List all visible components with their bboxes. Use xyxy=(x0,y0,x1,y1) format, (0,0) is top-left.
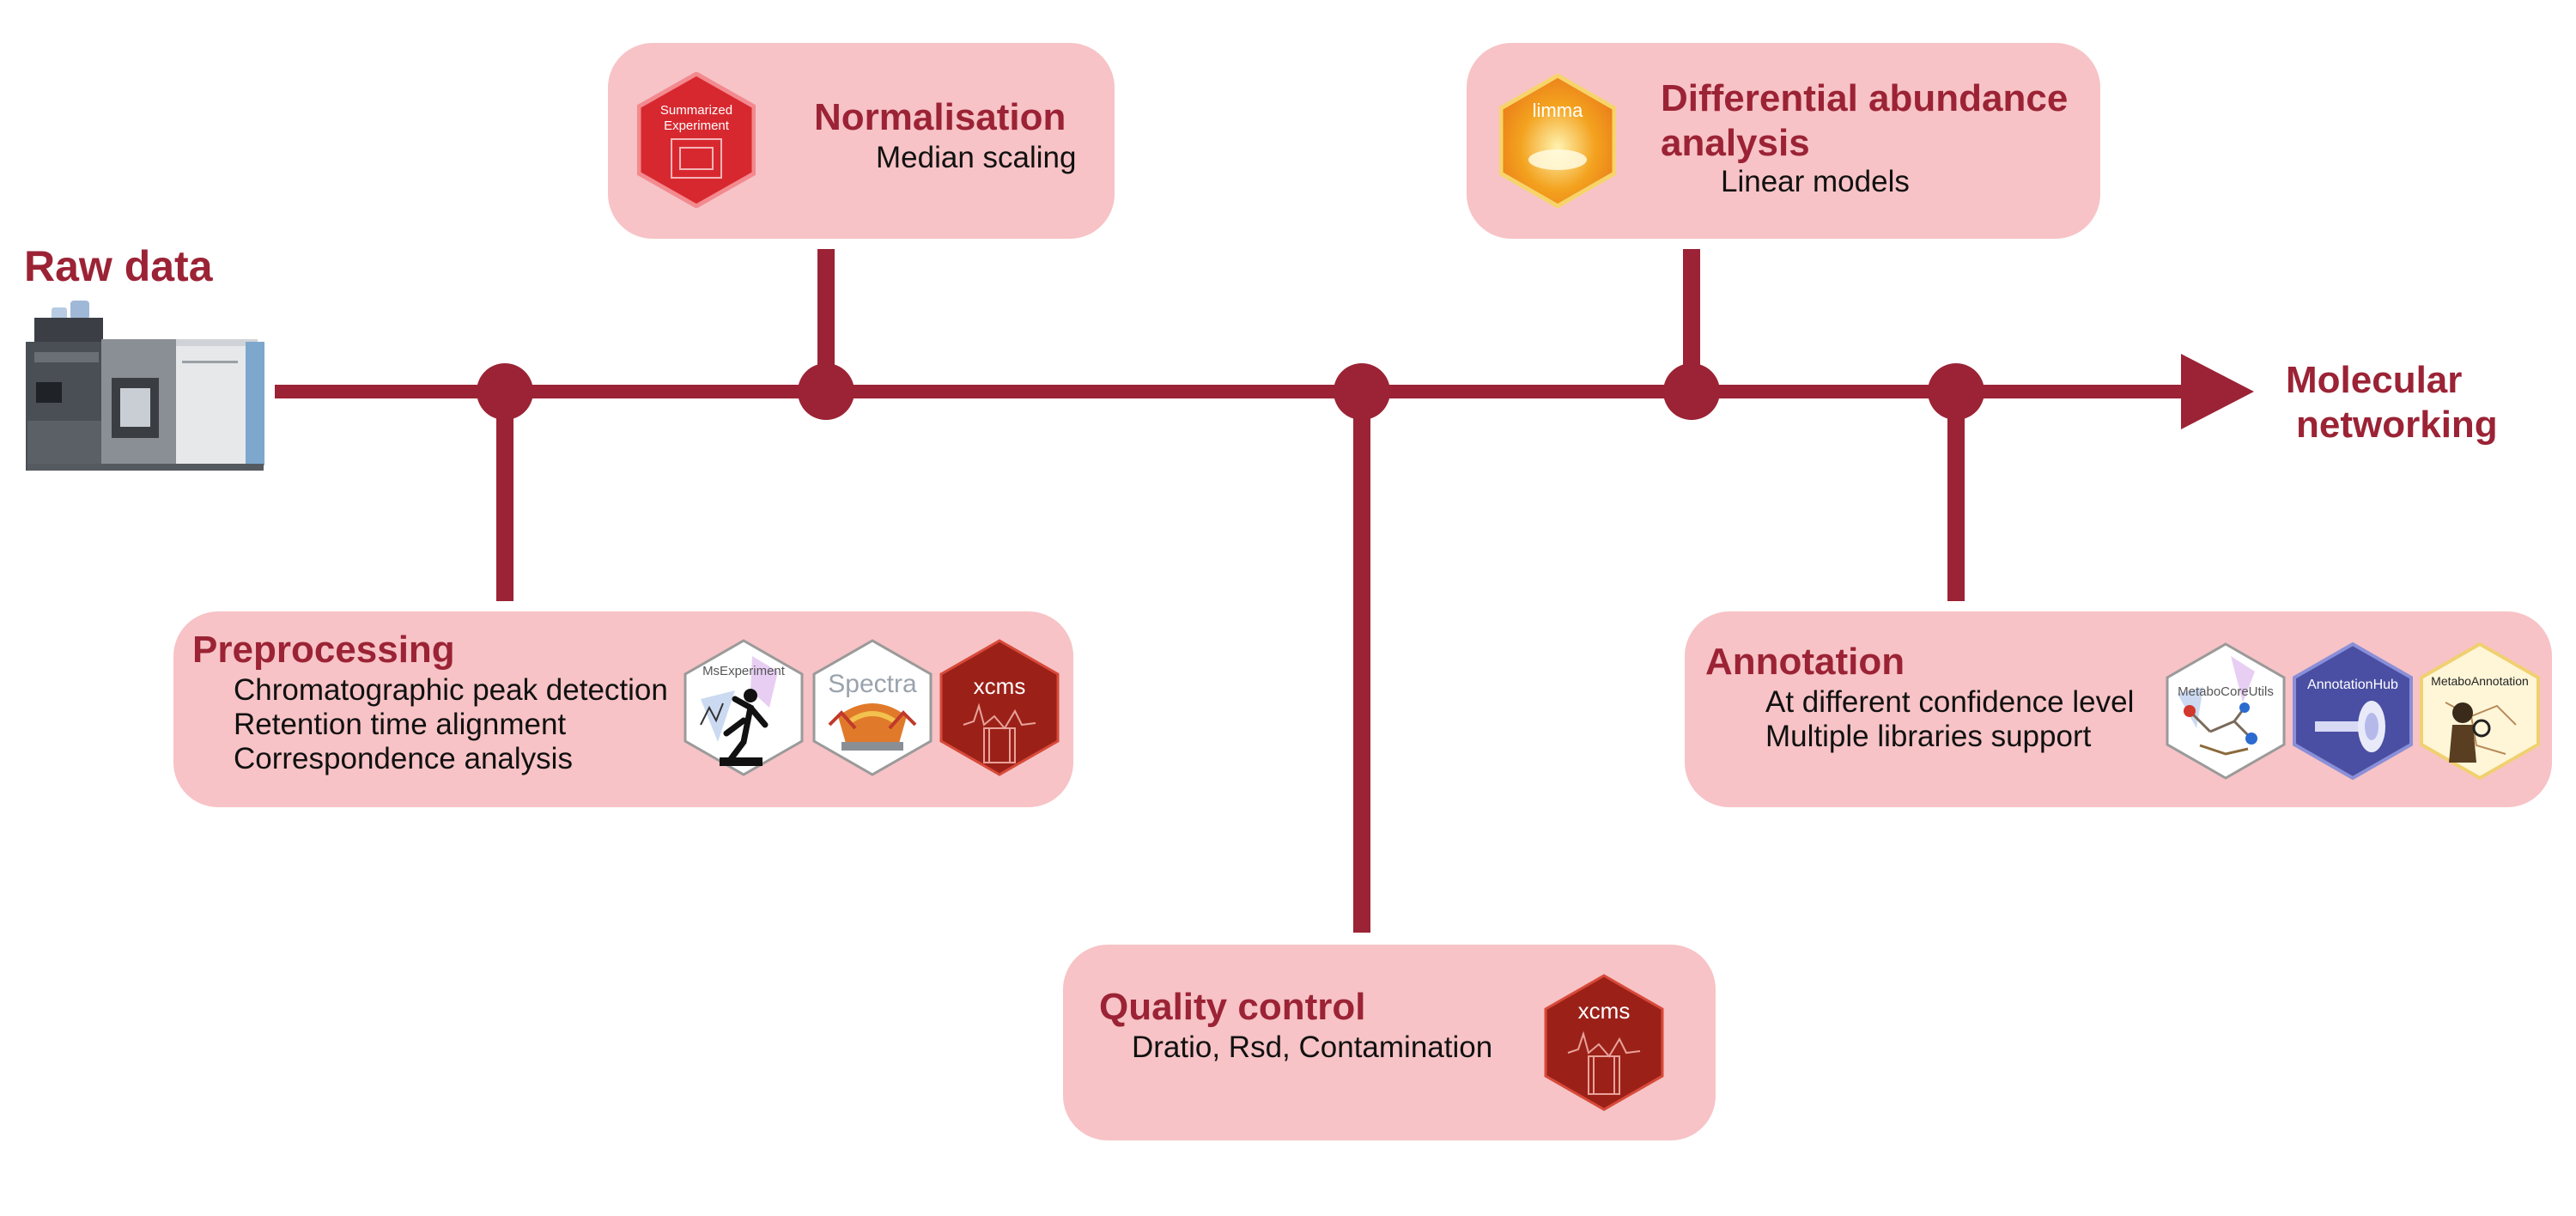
mass-spectrometer-icon xyxy=(26,301,264,471)
annotation-item-2: Multiple libraries support xyxy=(1765,720,2092,753)
svg-text:MsExperiment: MsExperiment xyxy=(702,664,786,678)
dea-title-line2: analysis xyxy=(1661,122,1810,164)
node-dea xyxy=(1663,363,1720,420)
connector-preprocessing xyxy=(496,392,513,601)
summarized-experiment-logo: Summarized Experiment xyxy=(637,72,756,208)
timeline-axis xyxy=(275,385,2198,398)
preprocessing-item-2: Retention time alignment xyxy=(234,708,567,741)
metabocoreutils-logo: MetaboCoreUtils xyxy=(2166,642,2286,780)
svg-text:MetaboCoreUtils: MetaboCoreUtils xyxy=(2178,684,2274,699)
preprocessing-item-1: Chromatographic peak detection xyxy=(234,673,668,707)
svg-text:xcms: xcms xyxy=(974,673,1026,699)
raw-data-label: Raw data xyxy=(24,242,213,290)
dea-item: Linear models xyxy=(1721,165,1910,198)
normalisation-title: Normalisation xyxy=(814,96,1066,138)
metaboannotation-logo: MetaboAnnotation xyxy=(2420,642,2540,780)
annotation-item-1: At different confidence level xyxy=(1765,685,2135,719)
xcms-logo-preprocessing: xcms xyxy=(939,639,1060,776)
msexperiment-logo: MsExperiment xyxy=(683,639,804,776)
svg-text:MetaboAnnotation: MetaboAnnotation xyxy=(2431,674,2529,688)
connector-normalisation xyxy=(817,249,835,392)
annotation-title: Annotation xyxy=(1705,641,1905,683)
molecular-networking-label-line2: networking xyxy=(2296,404,2498,446)
annotationhub-logo: AnnotationHub xyxy=(2293,642,2413,780)
molecular-networking-label-line1: Molecular xyxy=(2286,359,2463,401)
svg-text:AnnotationHub: AnnotationHub xyxy=(2307,678,2398,692)
svg-text:Summarized: Summarized xyxy=(660,103,732,118)
node-quality-control xyxy=(1334,363,1390,420)
limma-logo: limma xyxy=(1499,74,1616,208)
node-normalisation xyxy=(798,363,854,420)
normalisation-item: Median scaling xyxy=(876,141,1077,174)
svg-text:Spectra: Spectra xyxy=(828,670,917,698)
preprocessing-title: Preprocessing xyxy=(192,629,455,671)
dea-title-line1: Differential abundance xyxy=(1661,77,2069,119)
node-preprocessing xyxy=(477,363,533,420)
connector-quality-control xyxy=(1353,392,1370,933)
quality-control-title: Quality control xyxy=(1099,986,1366,1028)
timeline-arrowhead xyxy=(2181,354,2254,429)
svg-text:xcms: xcms xyxy=(1578,998,1631,1024)
preprocessing-item-3: Correspondence analysis xyxy=(234,742,573,775)
node-annotation xyxy=(1928,363,1984,420)
connector-dea xyxy=(1683,249,1700,392)
connector-annotation xyxy=(1947,392,1965,601)
xcms-logo-quality-control: xcms xyxy=(1544,974,1664,1111)
spectra-logo: Spectra xyxy=(812,639,933,776)
svg-text:limma: limma xyxy=(1533,100,1583,121)
svg-text:Experiment: Experiment xyxy=(664,119,730,133)
quality-control-item: Dratio, Rsd, Contamination xyxy=(1132,1031,1493,1064)
